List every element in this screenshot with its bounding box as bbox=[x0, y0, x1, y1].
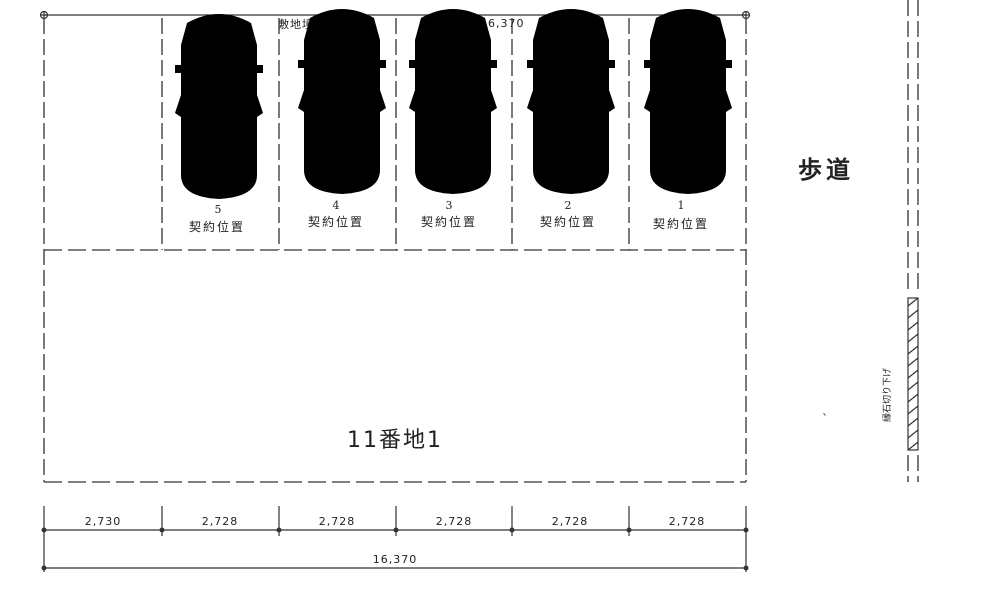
total-dimension-line bbox=[41, 565, 749, 571]
sidewalk-label: 歩道 bbox=[798, 156, 854, 184]
space-number-4: 4 bbox=[333, 199, 340, 212]
space-number-2: 2 bbox=[565, 199, 572, 212]
space-number-5: 5 bbox=[215, 203, 222, 216]
curb-cut-label: 縁石切り下げ bbox=[881, 368, 893, 422]
space-number-1: 1 bbox=[678, 199, 685, 212]
space-number-3: 3 bbox=[446, 199, 453, 212]
car-icon-space-3 bbox=[409, 9, 497, 194]
curb-cut-hatching bbox=[907, 297, 919, 451]
space-label-2: 契約位置 bbox=[540, 214, 596, 229]
segment-dim-6: 2,728 bbox=[669, 515, 706, 528]
car-icon-space-1 bbox=[644, 9, 732, 194]
segment-dim-3: 2,728 bbox=[319, 515, 356, 528]
car-icon-space-5 bbox=[175, 14, 263, 199]
segment-dimension-line bbox=[41, 506, 749, 572]
segment-dim-5: 2,728 bbox=[552, 515, 589, 528]
total-dimension: 16,370 bbox=[373, 553, 418, 566]
car-icon-space-4 bbox=[298, 9, 386, 194]
space-label-4: 契約位置 bbox=[308, 214, 364, 229]
segment-dim-2: 2,728 bbox=[202, 515, 239, 528]
sidewalk-edge bbox=[907, 0, 919, 482]
stray-mark: ` bbox=[822, 412, 828, 426]
lot-outline bbox=[43, 18, 747, 483]
space-label-5: 契約位置 bbox=[189, 219, 245, 234]
segment-dim-4: 2,728 bbox=[436, 515, 473, 528]
space-label-1: 契約位置 bbox=[653, 216, 709, 231]
car-icon-space-2 bbox=[527, 9, 615, 194]
segment-dim-1: 2,730 bbox=[85, 515, 122, 528]
space-dividers bbox=[161, 18, 630, 250]
lot-label: 11番地1 bbox=[347, 428, 443, 453]
space-label-3: 契約位置 bbox=[421, 214, 477, 229]
site-boundary-line bbox=[39, 10, 751, 20]
